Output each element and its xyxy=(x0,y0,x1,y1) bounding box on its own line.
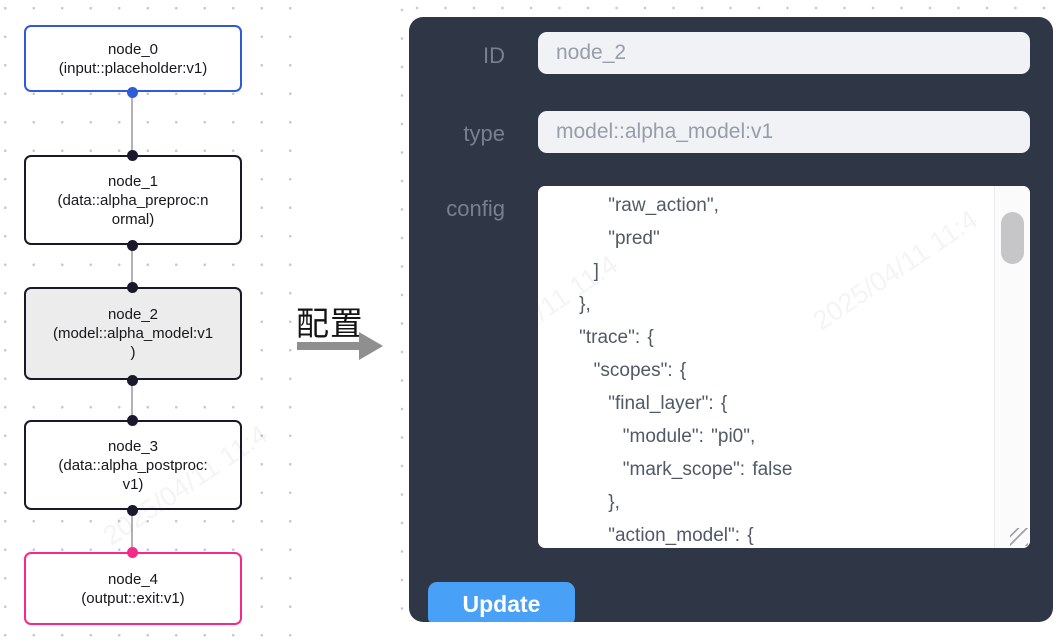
node-subtitle: (data::alpha_postproc: v1) xyxy=(58,456,208,493)
config-field-label: config xyxy=(446,196,505,221)
id-input[interactable] xyxy=(538,32,1030,74)
config-scrollbar-track[interactable] xyxy=(994,186,1030,548)
dot-grid-left xyxy=(395,0,409,630)
node-title: node_4 xyxy=(107,570,159,588)
node-subtitle: (input::placeholder:v1) xyxy=(58,59,208,77)
id-field-label: ID xyxy=(483,43,505,68)
node-config-panel: ID type config "raw_action", "pred" ] },… xyxy=(409,17,1053,622)
node-subtitle: (model::alpha_model:v1 ) xyxy=(52,325,214,361)
textarea-resize-handle-icon[interactable] xyxy=(1010,528,1028,546)
right-arrow-head-icon xyxy=(359,332,383,360)
node-subtitle: (data::alpha_preproc:n ormal) xyxy=(57,191,209,228)
edge-node3-node4 xyxy=(131,510,133,552)
configure-label: 配置 xyxy=(296,305,364,342)
right-arrow-icon xyxy=(297,342,361,350)
flow-canvas: node_0 (input::placeholder:v1) node_1 (d… xyxy=(0,0,292,643)
source-handle-node_2[interactable] xyxy=(127,374,138,386)
node-title: node_1 xyxy=(107,172,159,190)
target-handle-node_4[interactable] xyxy=(127,546,138,558)
source-handle-node_3[interactable] xyxy=(127,504,138,516)
config-scrollbar-thumb[interactable] xyxy=(1001,212,1024,264)
type-input[interactable] xyxy=(538,111,1030,153)
target-handle-node_2[interactable] xyxy=(127,281,138,293)
target-handle-node_3[interactable] xyxy=(127,414,138,426)
edge-node0-node1 xyxy=(131,92,133,155)
dot-grid-top xyxy=(400,0,1062,17)
edge-node1-node2 xyxy=(131,245,133,287)
node-subtitle: (output::exit:v1) xyxy=(81,589,185,607)
flow-node-node_4[interactable]: node_4 (output::exit:v1) xyxy=(24,552,242,625)
type-field-label: type xyxy=(463,121,505,146)
flow-node-node_1[interactable]: node_1 (data::alpha_preproc:n ormal) xyxy=(24,155,242,245)
flow-node-node_3[interactable]: node_3 (data::alpha_postproc: v1) xyxy=(24,420,242,510)
node-title: node_2 xyxy=(107,306,159,323)
config-textarea[interactable]: "raw_action", "pred" ] }, "trace": { "sc… xyxy=(538,186,1030,548)
update-button[interactable]: Update xyxy=(428,582,575,622)
target-handle-node_1[interactable] xyxy=(127,149,138,161)
edge-node2-node3 xyxy=(131,380,133,420)
config-json-text: "raw_action", "pred" ] }, "trace": { "sc… xyxy=(579,195,793,546)
node-title: node_3 xyxy=(107,437,159,455)
source-handle-node_0[interactable] xyxy=(127,86,138,98)
flow-node-node_0[interactable]: node_0 (input::placeholder:v1) xyxy=(24,25,242,92)
flow-node-node_2-selected[interactable]: node_2 (model::alpha_model:v1 ) xyxy=(24,287,242,380)
source-handle-node_1[interactable] xyxy=(127,239,138,251)
node-title: node_0 xyxy=(107,40,159,58)
